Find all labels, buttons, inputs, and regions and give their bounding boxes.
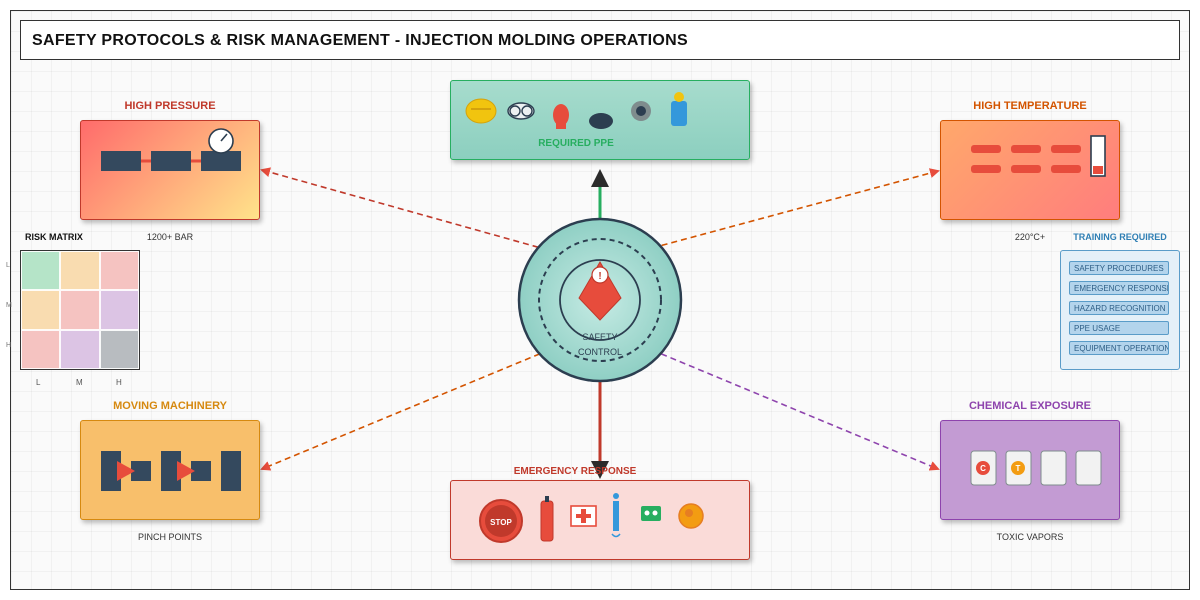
first-aid-kit-icon <box>570 505 597 527</box>
center-label-line2: CONTROL <box>578 347 622 357</box>
required-ppe-panel: REQUIRED PPE <box>450 80 750 160</box>
corrosive-tag-icon <box>976 461 990 475</box>
risk-matrix <box>20 250 140 370</box>
safety-goggles-icon <box>507 102 535 120</box>
fire-extinguisher-icon <box>540 496 554 542</box>
pinch-arrow-icon <box>117 461 135 481</box>
connector-moving-machinery <box>260 349 550 471</box>
training-item: EMERGENCY RESPONSE <box>1069 281 1169 295</box>
hard-hat-icon <box>465 98 497 124</box>
high-pressure-label: HIGH PRESSURE <box>124 100 216 112</box>
pressure-gauge-icon <box>208 128 234 154</box>
risk-cell <box>60 251 100 291</box>
risk-cell <box>99 290 139 330</box>
risk-matrix-title: RISK MATRIX <box>25 232 83 242</box>
alert-glyph: ! <box>598 271 601 282</box>
emergency-stop-text: STOP <box>490 518 512 527</box>
heater-band-icon <box>971 145 1081 173</box>
safety-boots-icon <box>589 113 613 129</box>
safety-control-hub: ! SAFETY CONTROL <box>517 217 683 383</box>
risk-matrix-y-label: L <box>6 262 10 269</box>
high-temperature-panel <box>940 120 1120 220</box>
gloves-icon <box>553 104 569 129</box>
high-temperature-sublabel: 220°C+ <box>1014 232 1046 242</box>
pressure-segment-icon <box>201 151 241 171</box>
eye-wash-icon <box>611 493 621 538</box>
alarm-beacon-icon <box>678 503 704 529</box>
moving-machinery-label: MOVING MACHINERY <box>113 400 227 412</box>
risk-matrix-x-label: M <box>76 378 83 387</box>
emergency-phone-icon <box>641 506 661 521</box>
high-pressure-panel <box>80 120 260 220</box>
emergency-response-panel: STOP <box>450 480 750 560</box>
pinch-arrow-icon <box>177 461 195 481</box>
risk-matrix-y-label: M <box>6 302 12 309</box>
risk-cell <box>21 290 61 330</box>
center-label-line1: SAFETY <box>582 332 617 342</box>
risk-matrix-y-label: H <box>6 342 12 349</box>
chemical-exposure-panel: C T <box>940 420 1120 520</box>
protective-clothing-icon <box>671 92 687 126</box>
machine-block-icon <box>101 451 241 491</box>
moving-machinery-panel <box>80 420 260 520</box>
toxic-tag-icon <box>1011 461 1025 475</box>
pressure-segment-icon <box>101 151 141 171</box>
training-required-panel: SAFETY PROCEDURES EMERGENCY RESPONSE HAZ… <box>1060 250 1180 370</box>
chemical-tag-t: T <box>1016 464 1021 473</box>
training-item: HAZARD RECOGNITION <box>1069 301 1169 315</box>
connector-high-temperature <box>651 168 940 249</box>
emergency-response-label: EMERGENCY RESPONSE <box>513 466 637 477</box>
risk-cell <box>21 251 61 291</box>
risk-matrix-x-label: L <box>36 378 41 387</box>
high-temperature-label: HIGH TEMPERATURE <box>973 100 1087 112</box>
training-item: PPE USAGE <box>1069 321 1169 335</box>
diagram-title: SAFETY PROTOCOLS & RISK MANAGEMENT - INJ… <box>20 20 1180 60</box>
connector-high-pressure <box>260 167 549 251</box>
thermometer-icon <box>1090 135 1106 177</box>
risk-matrix-x-label: H <box>116 378 122 387</box>
risk-cell <box>60 290 100 330</box>
training-required-title: TRAINING REQUIRED <box>1073 232 1167 242</box>
emergency-stop-icon: STOP <box>479 499 523 543</box>
chemical-tag-c: C <box>980 464 986 473</box>
risk-cell <box>21 329 61 369</box>
required-ppe-label: REQUIRED PPE <box>538 138 614 149</box>
ear-protection-icon <box>631 101 651 121</box>
training-item: SAFETY PROCEDURES <box>1069 261 1169 275</box>
training-item: EQUIPMENT OPERATION <box>1069 341 1169 355</box>
moving-machinery-sublabel: PINCH POINTS <box>137 532 202 542</box>
alert-diamond-icon <box>578 261 622 321</box>
chemical-exposure-sublabel: TOXIC VAPORS <box>996 532 1064 542</box>
high-pressure-sublabel: 1200+ BAR <box>146 232 194 242</box>
risk-cell <box>99 251 139 291</box>
chemical-container-icon <box>1040 450 1067 486</box>
chemical-exposure-label: CHEMICAL EXPOSURE <box>968 400 1092 412</box>
risk-cell <box>99 329 139 369</box>
connector-chemical-exposure <box>651 349 940 471</box>
pressure-segment-icon <box>151 151 191 171</box>
risk-cell <box>60 329 100 369</box>
chemical-container-icon <box>1075 450 1102 486</box>
